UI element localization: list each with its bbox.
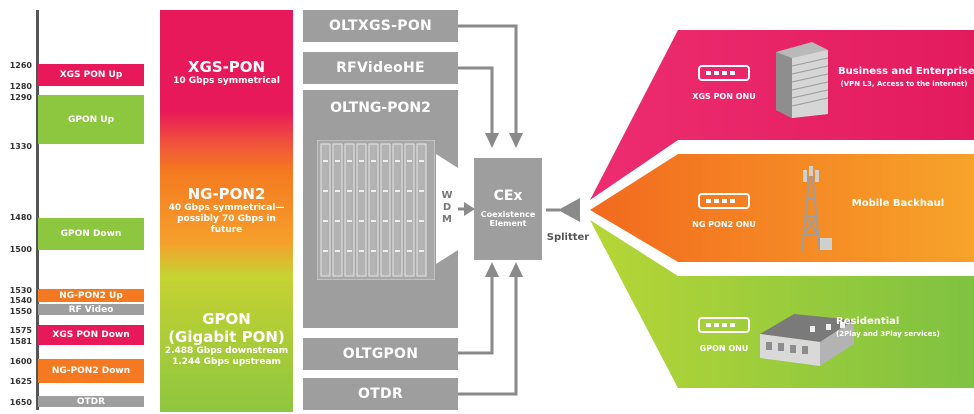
- tick-label-1625: 1625: [9, 377, 32, 386]
- band-label: NG-PON2 Up: [59, 290, 123, 301]
- tick-label-1480: 1480: [9, 213, 32, 222]
- olt-gpon-box: OLTGPON: [303, 338, 458, 370]
- wdm-shape: [436, 154, 458, 264]
- segment-mobile-title: Mobile Backhaul: [851, 198, 945, 209]
- band-ngpon2-down: NG-PON2 Down: [38, 359, 144, 383]
- technology-column: [160, 10, 293, 412]
- band-rf-video: RF Video: [38, 304, 144, 315]
- band-gpon-down: GPON Down: [38, 218, 144, 250]
- gpon-subtitle-2: 1.244 Gbps upstream: [172, 357, 281, 367]
- tick-label-1650: 1650: [9, 398, 32, 407]
- tick-label-1550: 1550: [9, 307, 32, 316]
- cex-box: CEx Coexistence Element: [474, 158, 542, 260]
- tick-label-1540: 1540: [9, 296, 32, 305]
- gpon-title-2: (Gigabit PON): [168, 328, 285, 346]
- olt-gpon-label: OLTGPON: [342, 346, 419, 362]
- olt-xgs-pon-box: OLTXGS-PON: [303, 10, 458, 42]
- rf-video-he-box: RFVideoHE: [303, 52, 458, 84]
- tick-label-1280: 1280: [9, 82, 32, 91]
- tick-label-1575: 1575: [9, 326, 32, 335]
- tick-label-1260: 1260: [9, 61, 32, 70]
- gpon-onu-label: GPON ONU: [699, 344, 749, 353]
- xgs-onu-icon: [698, 65, 750, 81]
- gpon-block: GPON (Gigabit PON) 2.488 Gbps downstream…: [160, 310, 293, 368]
- segment-residential-title: Residential: [836, 316, 900, 327]
- tick-label-1500: 1500: [9, 245, 32, 254]
- xgs-pon-subtitle: 10 Gbps symmetrical: [173, 76, 280, 86]
- segment-business-title: Business and Enterprise: [838, 66, 974, 77]
- band-xgs-pon-down: XGS PON Down: [38, 325, 144, 345]
- ngpon2-subtitle-2: possibly 70 Gbps in future: [177, 214, 276, 235]
- band-label: OTDR: [76, 396, 106, 407]
- cex-title: CEx: [493, 188, 523, 204]
- xgs-onu-label: XGS PON ONU: [692, 92, 756, 101]
- tick-label-1290: 1290: [9, 93, 32, 102]
- band-label: XGS PON Down: [52, 330, 130, 340]
- band-label: GPON Up: [67, 114, 115, 125]
- cex-subtitle-1: Coexistence: [480, 210, 536, 219]
- segment-residential-subtitle: (2Play and 3Play services): [836, 330, 940, 338]
- xgs-pon-title: XGS-PON: [187, 58, 266, 76]
- ngpon2-onu-label: NG PON2 ONU: [692, 220, 756, 229]
- band-xgs-pon-up: XGS PON Up: [38, 64, 144, 86]
- otdr-box: OTDR: [303, 378, 458, 410]
- xgs-pon-block: XGS-PON 10 Gbps symmetrical: [160, 58, 293, 87]
- band-ngpon2-up: NG-PON2 Up: [38, 289, 144, 302]
- rf-video-he-label: RFVideoHE: [336, 60, 425, 76]
- olt-ng-pon2-box: OLTNG-PON2 WDM: [303, 90, 458, 328]
- band-label: GPON Down: [60, 229, 122, 239]
- otdr-label: OTDR: [357, 386, 404, 402]
- office-building-icon: [776, 42, 829, 118]
- gpon-subtitle-1: 2.488 Gbps downstream: [164, 346, 289, 356]
- segment-business-subtitle: (VPN L3, Access to the internet): [840, 80, 968, 88]
- ngpon2-block: NG-PON2 40 Gbps symmetrical— possibly 70…: [160, 185, 293, 236]
- tick-label-1330: 1330: [9, 142, 32, 151]
- cex-subtitle-2: Element: [489, 219, 527, 228]
- tick-label-1600: 1600: [9, 357, 32, 366]
- splitter-icon: [546, 198, 580, 222]
- gpon-onu-icon: [698, 317, 750, 333]
- band-gpon-up: GPON Up: [38, 95, 144, 144]
- band-otdr: OTDR: [38, 396, 144, 407]
- olt-ng-pon2-label: OLTNG-PON2: [330, 100, 431, 116]
- gpon-title: GPON: [202, 310, 251, 328]
- wdm-label: WDM: [439, 190, 455, 226]
- segment-mobile-shape: [590, 154, 974, 262]
- ngpon2-title: NG-PON2: [187, 185, 266, 203]
- ngpon2-onu-icon: [698, 193, 750, 209]
- wdm-text: WDM: [441, 190, 453, 225]
- ngpon2-subtitle-1: 40 Gbps symmetrical—: [168, 203, 285, 213]
- segment-residential-shape: [590, 220, 974, 388]
- band-label: XGS PON Up: [59, 70, 123, 80]
- tick-label-1530: 1530: [9, 286, 32, 295]
- tick-label-1581: 1581: [9, 337, 32, 346]
- band-label: RF Video: [68, 304, 114, 315]
- line-card-rack-icon: [317, 140, 435, 280]
- wavelength-axis: [36, 10, 39, 410]
- cell-tower-icon: [801, 166, 832, 253]
- band-label: NG-PON2 Down: [51, 366, 131, 376]
- segment-business-shape: [590, 30, 974, 200]
- splitter-label: Splitter: [546, 232, 590, 243]
- residential-houses-icon: [760, 314, 854, 366]
- olt-xgs-pon-label: OLTXGS-PON: [328, 18, 433, 34]
